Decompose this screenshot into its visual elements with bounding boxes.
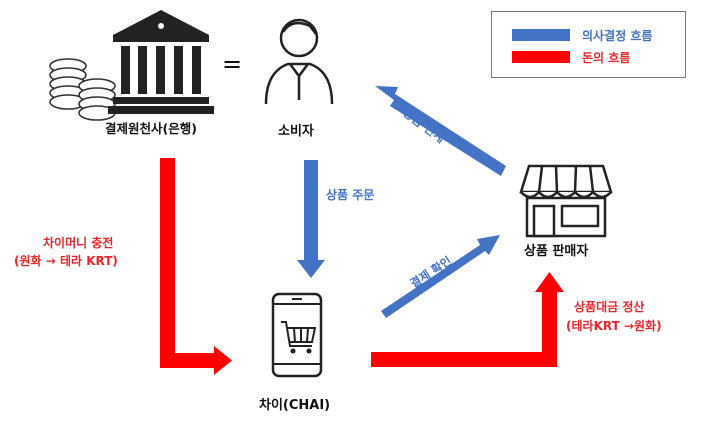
money-flow-arrow-bank-to-chai bbox=[160, 158, 232, 375]
decision-flow-arrow-linkage bbox=[375, 86, 506, 176]
chai-label: 차이(CHAI) bbox=[259, 398, 331, 413]
bank-icon bbox=[108, 10, 214, 114]
settle-conversion-label: (테라KRT →원화) bbox=[566, 319, 662, 333]
smartphone-cart-icon bbox=[271, 292, 323, 378]
charge-conversion-label: (원화 → 테라 KRT) bbox=[14, 254, 118, 268]
bank-emblem-icon bbox=[158, 23, 164, 29]
legend-decision-label: 의사결정 흐름 bbox=[582, 29, 653, 43]
legend: 의사결정 흐름 돈의 흐름 bbox=[491, 11, 686, 78]
bank-label: 결제원천사(은행) bbox=[105, 121, 197, 136]
consumer-label: 소비자 bbox=[278, 124, 314, 139]
settle-label: 상품대금 정산 bbox=[574, 300, 645, 314]
charge-label: 차이머니 충전 bbox=[43, 236, 114, 250]
coins-icon bbox=[49, 58, 116, 121]
person-icon bbox=[264, 18, 334, 105]
legend-money-label: 돈의 흐름 bbox=[582, 51, 631, 65]
shop-icon bbox=[519, 164, 613, 238]
product-order-label: 상품 주문 bbox=[326, 188, 375, 202]
legend-decision-swatch bbox=[512, 29, 570, 41]
legend-money-swatch bbox=[512, 51, 570, 63]
decision-flow-arrow-order bbox=[297, 160, 325, 278]
money-flow-arrow-chai-to-seller bbox=[371, 272, 564, 367]
decision-flow-arrow-confirm bbox=[381, 235, 500, 318]
seller-label: 상품 판매자 bbox=[524, 244, 589, 259]
equals-sign: = bbox=[222, 50, 243, 78]
